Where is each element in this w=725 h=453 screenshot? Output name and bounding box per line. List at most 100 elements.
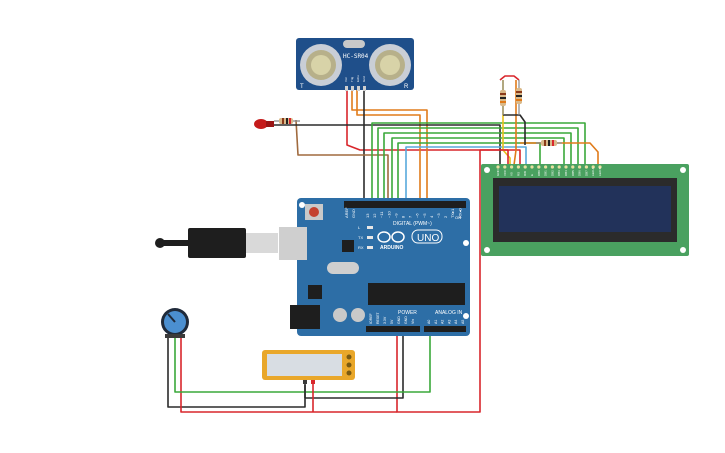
digital-pin-label: ~10	[386, 210, 391, 218]
lcd-pin[interactable]	[571, 165, 575, 169]
lcd-pin[interactable]	[578, 165, 582, 169]
sensor-pin-label: Gnd	[362, 76, 366, 82]
power-pin-label: Vin	[411, 319, 415, 324]
red-led[interactable]	[254, 119, 274, 129]
lcd-pin-label: LED B	[598, 167, 602, 176]
wire-backlight-resistor	[520, 142, 599, 165]
lcd-pin[interactable]	[584, 165, 589, 169]
power-label: POWER	[398, 310, 417, 316]
digital-header	[344, 201, 466, 208]
lcd-resistor-3[interactable]	[536, 140, 562, 146]
aref-label: AREF	[344, 207, 349, 218]
digital-pin-label: ~5	[422, 213, 427, 218]
potentiometer[interactable]	[161, 308, 189, 338]
digital-label: DIGITAL (PWM~)	[393, 221, 432, 227]
atmega-chip	[368, 283, 465, 305]
wire-lcd-db5	[383, 132, 572, 205]
led-resistor[interactable]	[274, 118, 300, 124]
wire-lcd-db6	[377, 127, 579, 205]
analog-pin-label: A3	[447, 320, 451, 324]
lcd-pin-label: E	[530, 174, 534, 176]
arduino-logo: ARDUINO UNO	[377, 229, 443, 251]
lcd-pin-label: DB5	[571, 170, 575, 176]
wire-resistor-top	[499, 75, 520, 81]
sensor-pin-label: Trig	[350, 77, 354, 82]
lcd-pin-label: DB2	[550, 170, 554, 176]
lcd-pin[interactable]	[496, 165, 500, 169]
lcd-pin[interactable]	[544, 165, 548, 169]
sensor-pin[interactable]	[357, 86, 360, 91]
lcd-pin-label: DB1	[544, 170, 548, 176]
lcd-pin[interactable]	[537, 165, 541, 169]
lcd-screen	[499, 186, 671, 232]
wire-resistor-gnd	[503, 114, 526, 145]
lcd-pin-label: DB0	[537, 170, 541, 176]
wire-pot-vcc	[180, 337, 397, 413]
lcd-pin[interactable]	[516, 165, 521, 169]
lcd-pin[interactable]	[510, 165, 514, 169]
board-led-label: TX	[358, 235, 363, 240]
wire-sensor-vcc	[346, 90, 521, 165]
sensor-pin-label: Vcc	[344, 76, 348, 82]
wire-pot-signal	[174, 325, 431, 393]
lcd-pin-label: RS	[516, 172, 520, 176]
digital-pin-label: ~9	[393, 213, 398, 218]
reset-button[interactable]	[309, 207, 319, 217]
sensor-pin[interactable]	[363, 86, 366, 91]
lcd-pin[interactable]	[557, 165, 561, 169]
digital-pin-label: TX▸1	[450, 208, 455, 218]
lcd-resistor-2[interactable]	[516, 80, 522, 115]
lcd-pin[interactable]	[523, 165, 527, 169]
lcd-pin-label: DB6	[578, 170, 582, 176]
lcd-pin[interactable]	[550, 165, 555, 169]
lcd-resistor-1[interactable]	[500, 80, 506, 115]
digital-pin-label: 8	[401, 215, 406, 218]
lcd-pin-label: LED A	[591, 167, 595, 176]
digital-pin-label: RX◂0	[457, 207, 462, 218]
power-pin-label: RESET	[376, 311, 380, 324]
lcd-pin-label: DB4	[564, 170, 568, 176]
digital-pin-label: ~3	[436, 213, 441, 218]
lcd-pin[interactable]	[591, 165, 595, 169]
lcd-pin[interactable]	[503, 165, 507, 169]
sensor-pin[interactable]	[351, 86, 354, 91]
wire-lcd-rs	[405, 146, 527, 205]
board-led	[367, 226, 373, 229]
digital-pin-label: ~6	[415, 213, 420, 218]
usb-plug	[155, 228, 278, 258]
wires	[160, 75, 599, 413]
wire-gnd	[305, 325, 404, 399]
gnd-pin-label: GND	[351, 209, 356, 218]
power-pin-label: IOREF	[369, 313, 373, 324]
sensor-mark-t: T	[300, 84, 304, 90]
power-pin-label: 3.3V	[383, 316, 387, 324]
arduino-model: UNO	[417, 233, 439, 244]
digital-pin-label: 2	[443, 215, 448, 218]
wire-resistor-vcc-b	[513, 80, 517, 166]
lcd-pin[interactable]	[598, 165, 602, 169]
digital-pin-label: 4	[429, 215, 434, 218]
power-header	[366, 326, 420, 332]
analog-pin-label: A5	[461, 320, 465, 324]
sensor-mark-r: R	[404, 84, 409, 90]
digital-pin-label: 7	[408, 215, 413, 218]
wire-led-resistor	[295, 119, 389, 205]
force-sensor[interactable]	[262, 350, 355, 384]
analog-pin-label: A2	[441, 320, 445, 324]
lcd-pin[interactable]	[530, 165, 534, 169]
wire-lcd-db7	[371, 122, 586, 205]
board-led	[367, 236, 373, 239]
lcd-pin[interactable]	[564, 165, 568, 169]
wire-lcd-db4	[391, 137, 565, 205]
digital-pin-label: 13	[365, 213, 370, 218]
sensor-pin[interactable]	[345, 86, 348, 91]
